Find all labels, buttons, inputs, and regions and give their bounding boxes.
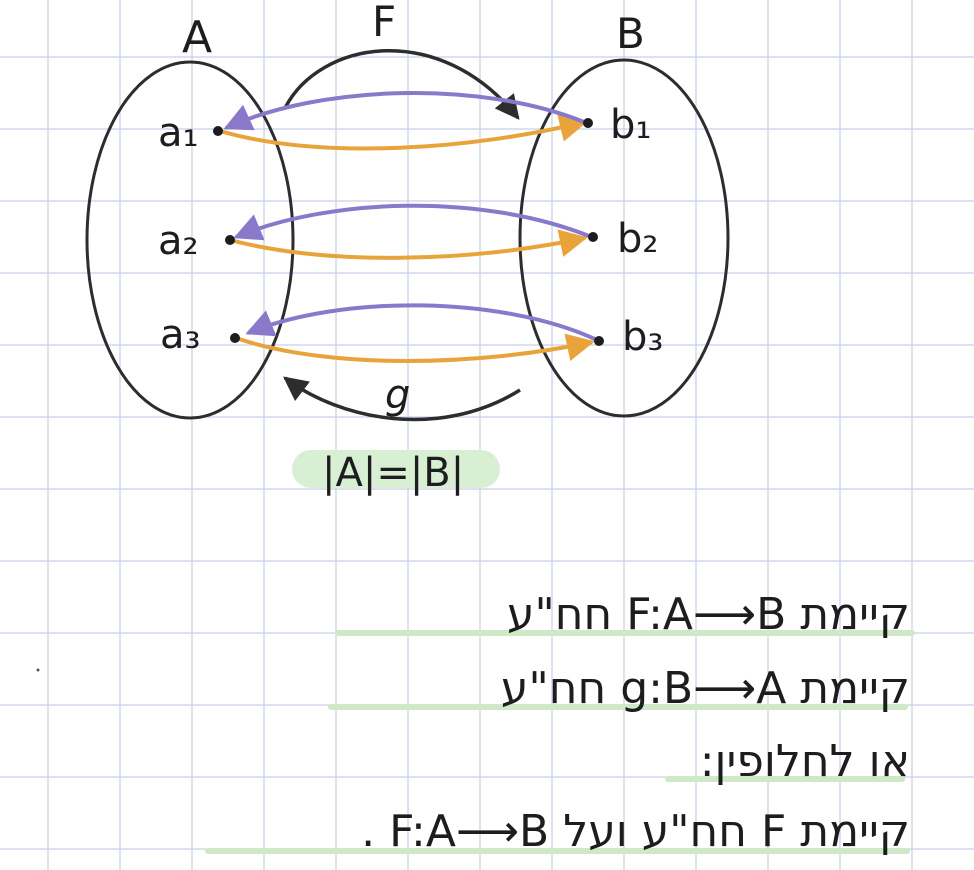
map-f-label: F (372, 0, 396, 46)
forward-arrow-3 (235, 333, 595, 363)
backward-arrow-1 (223, 91, 585, 131)
map-g-label: g (385, 372, 410, 418)
cardinality-equation: |A|=|B| (322, 450, 464, 496)
backward-arrow-2 (233, 203, 590, 241)
set-b-label: B (616, 9, 645, 58)
dot-b3 (594, 336, 604, 346)
line1-underline (335, 630, 915, 636)
element-a3: a₃ (160, 312, 201, 358)
element-b3: b₃ (622, 314, 663, 360)
element-a2: a₂ (158, 218, 199, 264)
dot-a2 (225, 235, 235, 245)
element-b2: b₂ (617, 216, 658, 262)
cardinality-highlight (292, 450, 500, 488)
map-f-arrow (283, 49, 520, 120)
backward-arrow-3 (245, 303, 598, 342)
note-line-2: קיימת g:B⟶A חח"ע (500, 663, 910, 714)
set-a-ellipse (85, 60, 295, 420)
note-line-4: קיימת F חח"ע ועל F:A⟶B . (361, 806, 910, 857)
dot-b1 (583, 118, 593, 128)
set-a-label: A (182, 12, 212, 63)
stray-dot (36, 668, 40, 672)
element-a1: a₁ (158, 110, 199, 156)
dot-a1 (213, 126, 223, 136)
note-line-1: קיימת F:A⟶B חח"ע (506, 589, 910, 640)
element-b1: b₁ (610, 102, 651, 148)
dot-b2 (588, 232, 598, 242)
line3-underline (665, 776, 905, 782)
forward-arrow-2 (229, 229, 588, 260)
line2-underline (328, 704, 908, 710)
line4-underline (205, 848, 910, 854)
set-b-ellipse (518, 58, 730, 418)
map-g-arrow (283, 376, 521, 422)
forward-arrow-1 (219, 114, 588, 151)
note-line-3: או לחלופין: (699, 736, 910, 787)
dot-a3 (230, 333, 240, 343)
